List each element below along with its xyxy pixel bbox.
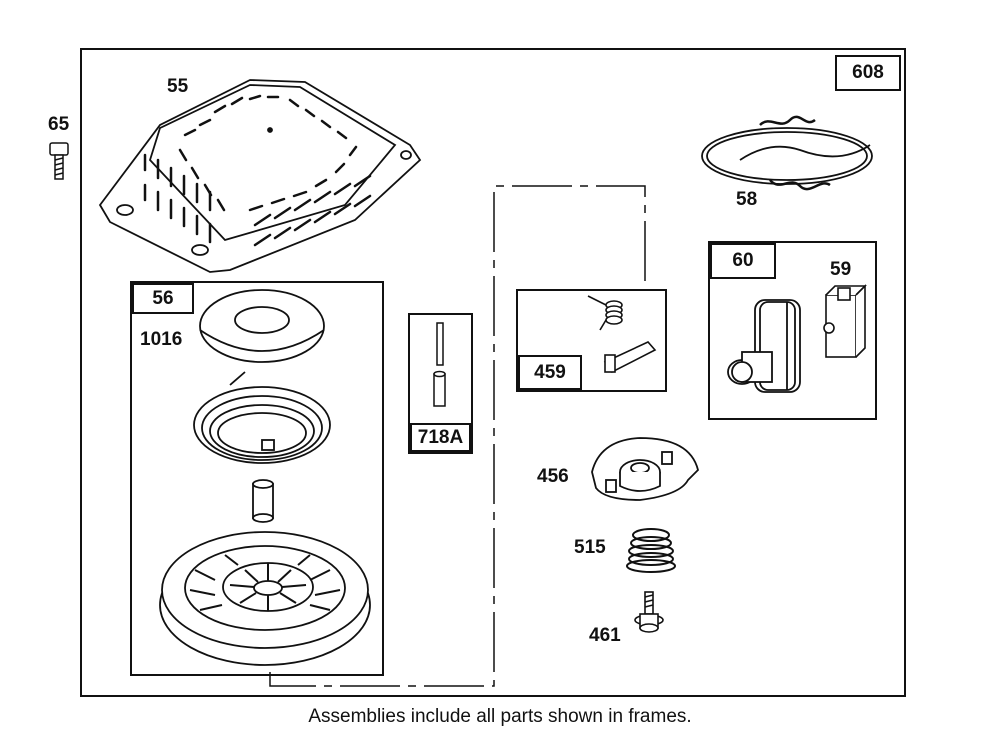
coil-spring-icon [626, 528, 676, 573]
recoil-spring-icon [193, 371, 331, 464]
bolt-icon [49, 142, 69, 180]
label-58: 58 [736, 189, 758, 210]
label-515: 515 [574, 537, 606, 558]
label-461: 461 [589, 625, 621, 646]
label-56: 56 [132, 283, 194, 314]
assembly-frame-60 [708, 241, 877, 420]
pawl-icon [603, 341, 657, 374]
assembly-frame-459 [516, 289, 667, 392]
assembly-frame-56 [130, 281, 384, 676]
starter-rope-icon [701, 115, 873, 191]
washer-icon [199, 289, 325, 363]
label-456: 456 [537, 466, 569, 487]
ratchet-icon [591, 437, 699, 501]
label-1016: 1016 [140, 329, 183, 350]
pin-icon [433, 322, 446, 407]
label-459: 459 [518, 355, 582, 390]
label-55: 55 [167, 76, 189, 97]
screw-icon [634, 591, 664, 633]
label-718a: 718A [410, 423, 471, 452]
label-65: 65 [48, 114, 70, 135]
outer-frame [80, 48, 906, 697]
connector-line [269, 185, 646, 687]
label-59: 59 [830, 259, 852, 280]
assembly-frame-718a [408, 313, 473, 454]
caption: Assemblies include all parts shown in fr… [308, 706, 692, 727]
blower-housing-icon [98, 79, 422, 273]
label-608: 608 [835, 55, 901, 91]
bushing-icon [252, 479, 274, 523]
rope-insert-icon [823, 284, 867, 358]
label-60: 60 [710, 243, 776, 279]
pawl-spring-icon [587, 295, 623, 331]
pulley-icon [159, 531, 371, 666]
starter-handle-icon [727, 299, 801, 393]
